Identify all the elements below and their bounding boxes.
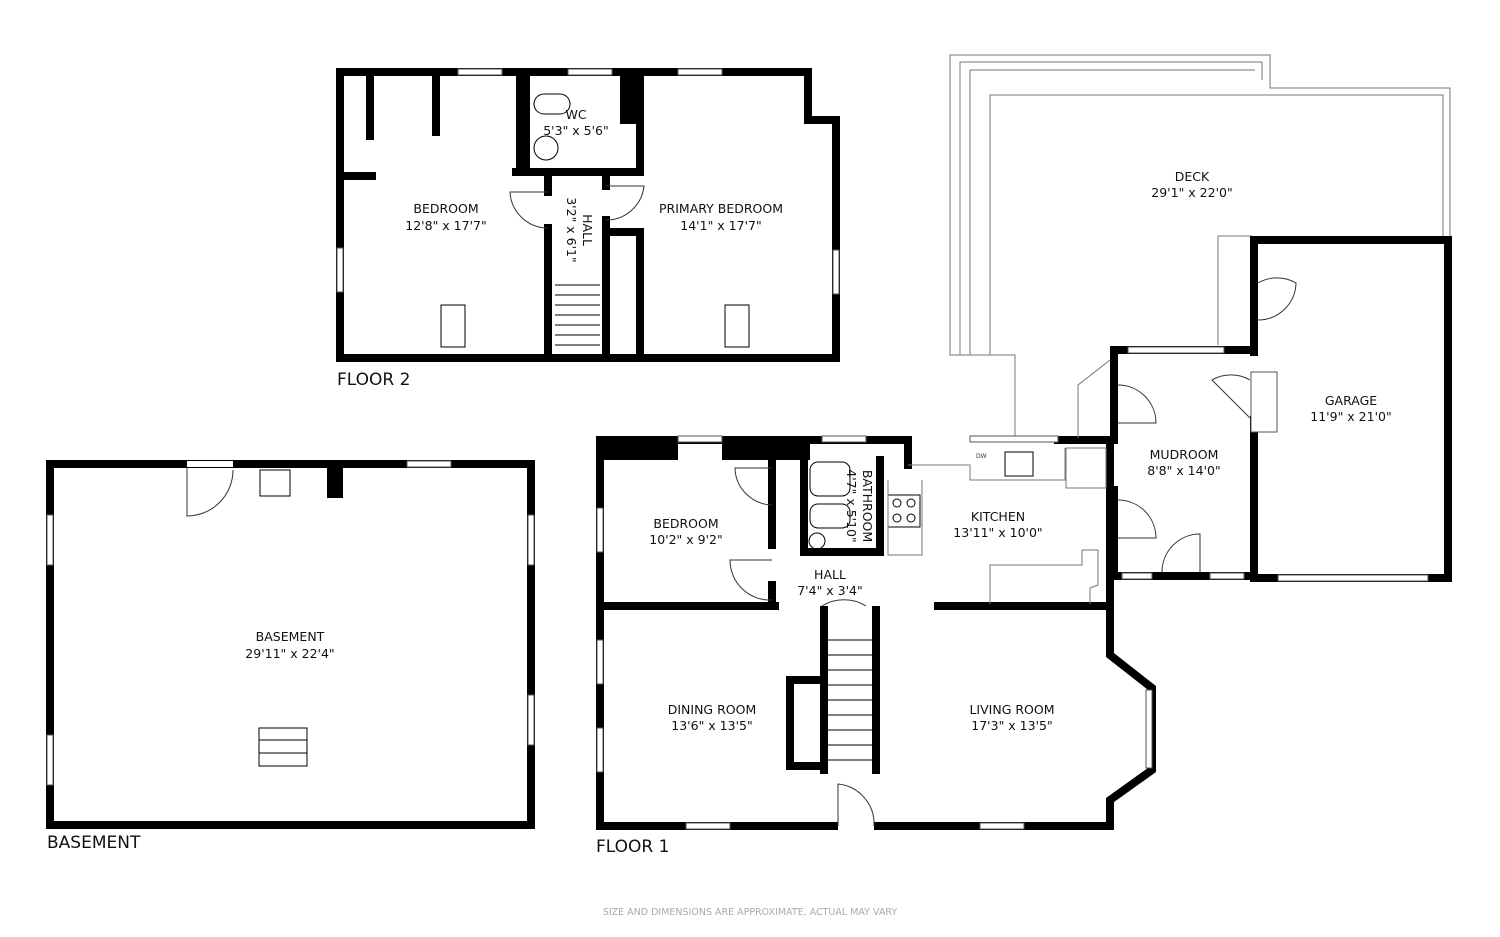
room-size: 3'2" x 6'1" [564, 197, 579, 263]
room-name: PRIMARY BEDROOM [659, 201, 783, 216]
room-name: HALL [580, 214, 595, 246]
room-name: HALL [814, 567, 846, 582]
room-name: BASEMENT [256, 629, 325, 644]
room-size: 13'6" x 13'5" [671, 718, 752, 733]
floor-label-2: FLOOR 2 [337, 370, 410, 390]
floor-label-basement: BASEMENT [47, 833, 141, 853]
room-size: 7'4" x 3'4" [797, 583, 863, 598]
floor2-plan [336, 68, 840, 362]
room-name: LIVING ROOM [969, 702, 1054, 717]
room-size: 12'8" x 17'7" [405, 218, 486, 233]
room-name: WC [565, 107, 586, 122]
room-name: KITCHEN [971, 509, 1025, 524]
room-name: GARAGE [1325, 393, 1377, 408]
room-name: BATHROOM [860, 470, 875, 542]
floor1-plan [596, 435, 1156, 830]
disclaimer: SIZE AND DIMENSIONS ARE APPROXIMATE, ACT… [603, 907, 898, 918]
room-size: 8'8" x 14'0" [1147, 463, 1220, 478]
room-size: 10'2" x 9'2" [649, 532, 722, 547]
room-size: 14'1" x 17'7" [680, 218, 761, 233]
room-size: 29'11" x 22'4" [245, 646, 334, 661]
mudroom-garage-plan [1077, 236, 1452, 582]
room-name: DINING ROOM [668, 702, 757, 717]
room-size: 11'9" x 21'0" [1310, 409, 1391, 424]
room-size: 5'3" x 5'6" [543, 123, 609, 138]
room-size: 13'11" x 10'0" [953, 525, 1042, 540]
room-name: MUDROOM [1150, 447, 1219, 462]
room-size: 29'1" x 22'0" [1151, 185, 1232, 200]
room-name: BEDROOM [653, 516, 718, 531]
room-name: DECK [1175, 169, 1210, 184]
basement-plan [46, 460, 535, 829]
room-size: 4'7" x 5'10" [844, 469, 859, 542]
deck-outline [949, 54, 1451, 440]
floor-label-1: FLOOR 1 [596, 837, 669, 857]
dishwasher-label: DW [976, 453, 987, 460]
room-name: BEDROOM [413, 201, 478, 216]
room-size: 17'3" x 13'5" [971, 718, 1052, 733]
